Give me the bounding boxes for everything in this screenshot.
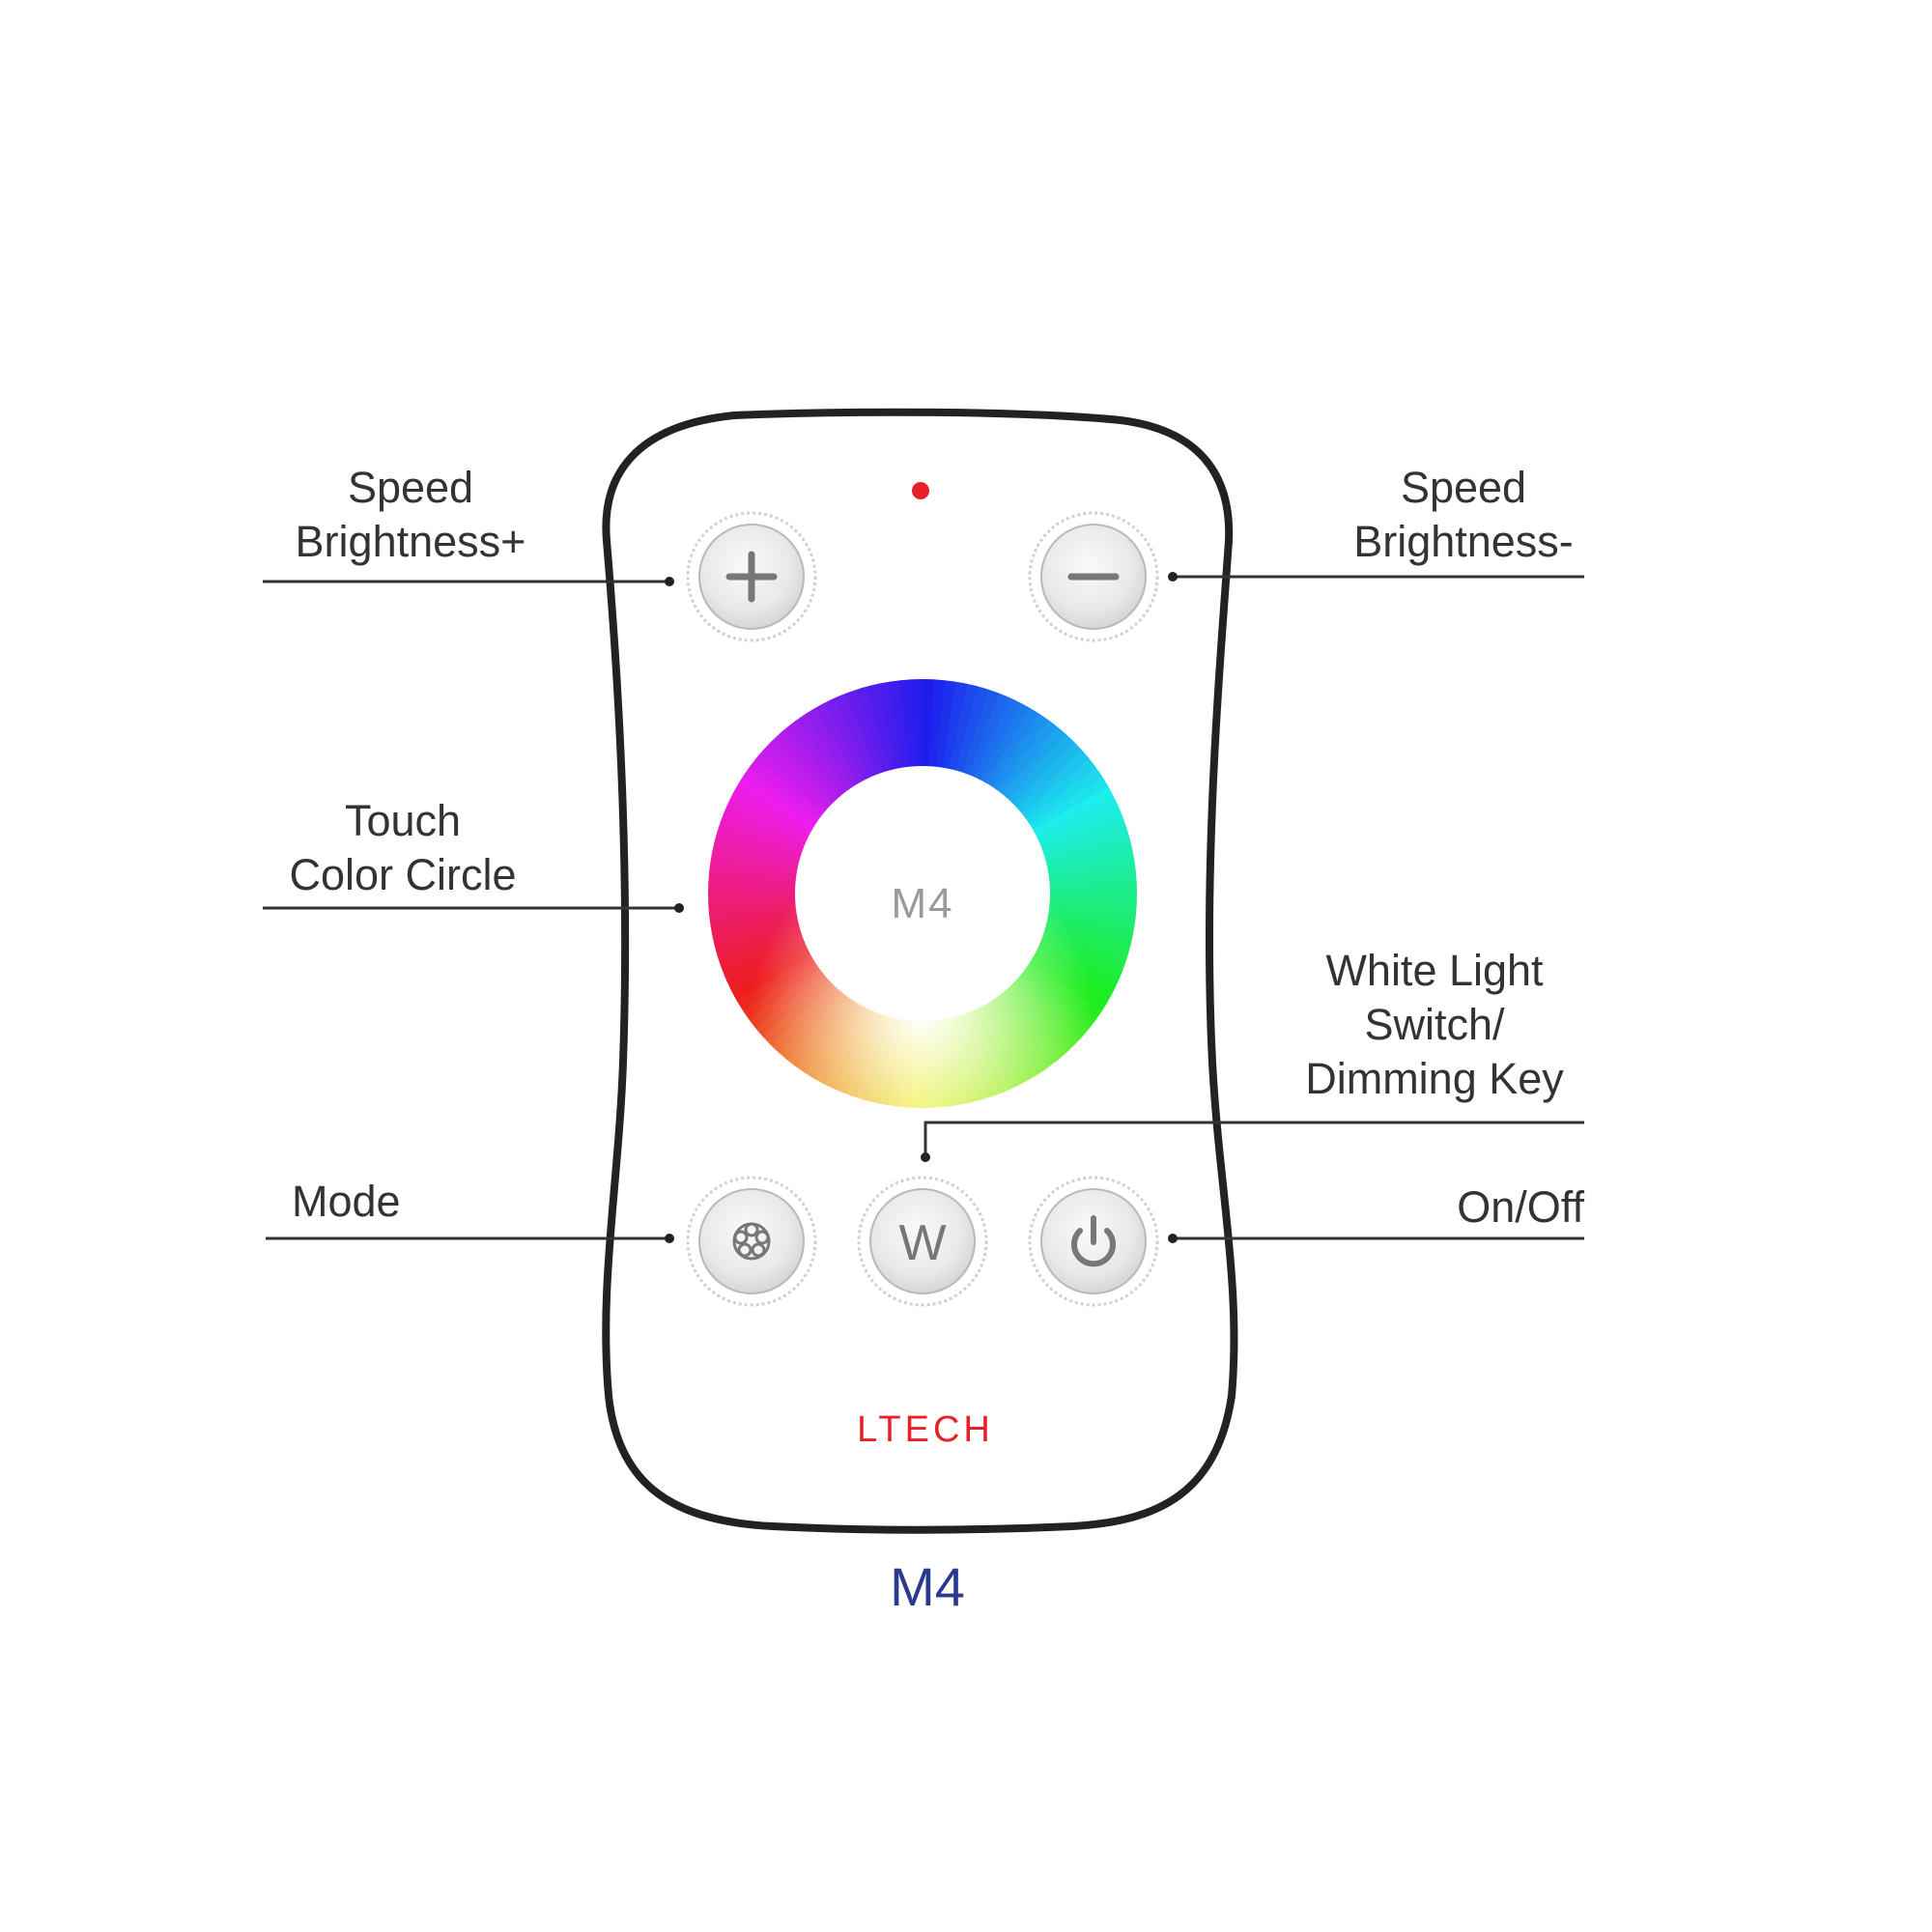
center-logo: M4 [891,880,953,927]
speed-brightness-plus-line2: Brightness+ [295,517,526,566]
white-light-label: White Light Switch/ Dimming Key [1265,944,1604,1106]
leader-dot-color-circle [674,903,684,913]
touch-color-circle-line2: Color Circle [289,850,517,899]
speed-brightness-plus-button[interactable] [686,511,817,642]
touch-color-circle[interactable]: M4 [691,662,1154,1125]
on-off-button[interactable] [1028,1176,1159,1307]
mode-button[interactable] [686,1176,817,1307]
leader-dot-plus [665,577,674,586]
white-button-face [869,1188,976,1294]
speed-brightness-minus-button[interactable] [1028,511,1159,642]
white-light-line2: Switch/ [1364,1000,1505,1049]
mode-label: Mode [292,1175,401,1229]
speed-brightness-plus-label: Speed Brightness+ [261,461,560,569]
leader-dot-white [921,1152,930,1162]
white-light-button[interactable]: W [857,1176,988,1307]
mode-wheel-icon [732,1222,771,1261]
on-off-label: On/Off [1352,1180,1584,1235]
mode-button-face [698,1188,805,1294]
speed-brightness-plus-line1: Speed [347,463,474,512]
leader-dot-minus [1168,572,1178,582]
color-wheel-center [795,766,1050,1021]
leader-dots [665,572,1178,1243]
touch-color-circle-line1: Touch [344,796,462,845]
touch-color-circle-label: Touch Color Circle [253,794,553,902]
white-button-symbol: W [898,1215,946,1271]
indicator-led [912,482,929,499]
plus-icon [725,551,778,603]
white-light-line1: White Light [1325,946,1544,995]
leader-dot-mode [665,1234,674,1243]
on-off-line1: On/Off [1457,1182,1584,1232]
mode-line1: Mode [292,1177,401,1226]
white-light-line3: Dimming Key [1305,1054,1564,1103]
leader-line-white [923,1121,1584,1157]
speed-brightness-minus-line2: Brightness- [1353,517,1574,566]
power-icon [1071,1215,1116,1267]
speed-brightness-minus-label: Speed Brightness- [1309,461,1618,569]
model-caption: M4 [890,1556,965,1617]
brand-logo: LTECH [857,1409,994,1450]
leader-lines [263,575,1584,1240]
speed-brightness-minus-line1: Speed [1400,463,1527,512]
leader-dot-power [1168,1234,1178,1243]
